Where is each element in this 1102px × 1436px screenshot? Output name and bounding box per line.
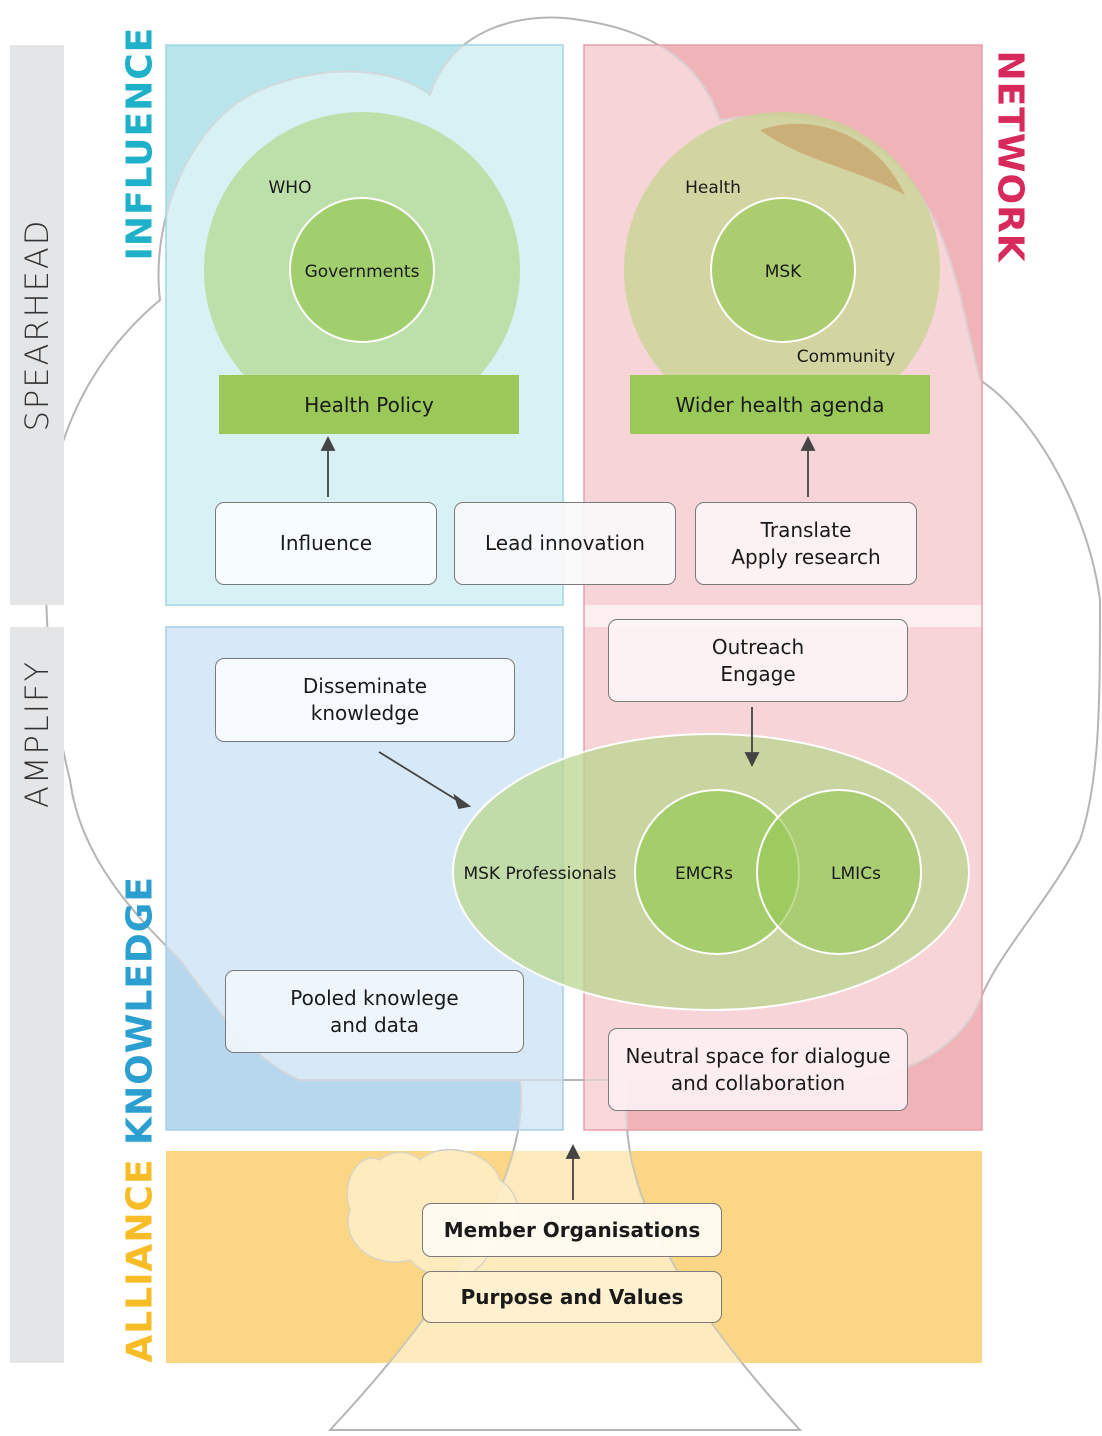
- alliance-overlay: [166, 1151, 982, 1363]
- purpose-and-values-box: Purpose and Values: [422, 1271, 722, 1323]
- outreach-arrow-head: [744, 752, 760, 768]
- health-policy-bar: Health Policy: [219, 375, 519, 434]
- governments-circle: [289, 197, 435, 343]
- msk-circle: [710, 197, 856, 343]
- disseminate-box: Disseminate knowledge: [215, 658, 515, 742]
- emcrs-label: EMCRs: [675, 864, 733, 884]
- governments-label: Governments: [305, 262, 420, 282]
- lmics-circle: [756, 789, 922, 955]
- outreach-box: Outreach Engage: [608, 619, 908, 702]
- health-label: Health: [685, 178, 741, 198]
- lead-innovation-box: Lead innovation: [454, 502, 676, 585]
- professionals-label: MSK Professionals: [463, 864, 616, 884]
- msk-label: MSK: [765, 262, 802, 282]
- influence-arrow-head: [320, 435, 336, 451]
- lmics-label: LMICs: [831, 864, 881, 884]
- community-label: Community: [797, 347, 895, 367]
- disseminate-arrow: [378, 751, 461, 803]
- pooled-knowledge-box: Pooled knowlege and data: [225, 970, 524, 1053]
- alliance-pillar-label: ALLIANCE: [119, 1158, 161, 1363]
- influence-box: Influence: [215, 502, 437, 585]
- disseminate-arrow-head: [453, 793, 472, 810]
- spearhead-sidebar: SPEARHEAD: [10, 45, 64, 605]
- translate-box: Translate Apply research: [695, 502, 917, 585]
- knowledge-pillar-label: KNOWLEDGE: [119, 876, 161, 1145]
- wider-health-agenda-bar: Wider health agenda: [630, 375, 930, 434]
- amplify-label: AMPLIFY: [18, 659, 56, 808]
- influence-pillar-label: INFLUENCE: [119, 26, 161, 261]
- translate-arrow-head: [800, 435, 816, 451]
- spearhead-label: SPEARHEAD: [18, 218, 56, 432]
- member-organisations-box: Member Organisations: [422, 1203, 722, 1257]
- who-label: WHO: [269, 178, 312, 198]
- network-pillar-label: NETWORK: [989, 50, 1031, 263]
- neutral-space-box: Neutral space for dialogue and collabora…: [608, 1028, 908, 1111]
- alliance-arrow-head: [565, 1143, 581, 1159]
- health-circle-top-accent: [760, 123, 905, 195]
- amplify-sidebar: AMPLIFY: [10, 627, 64, 1363]
